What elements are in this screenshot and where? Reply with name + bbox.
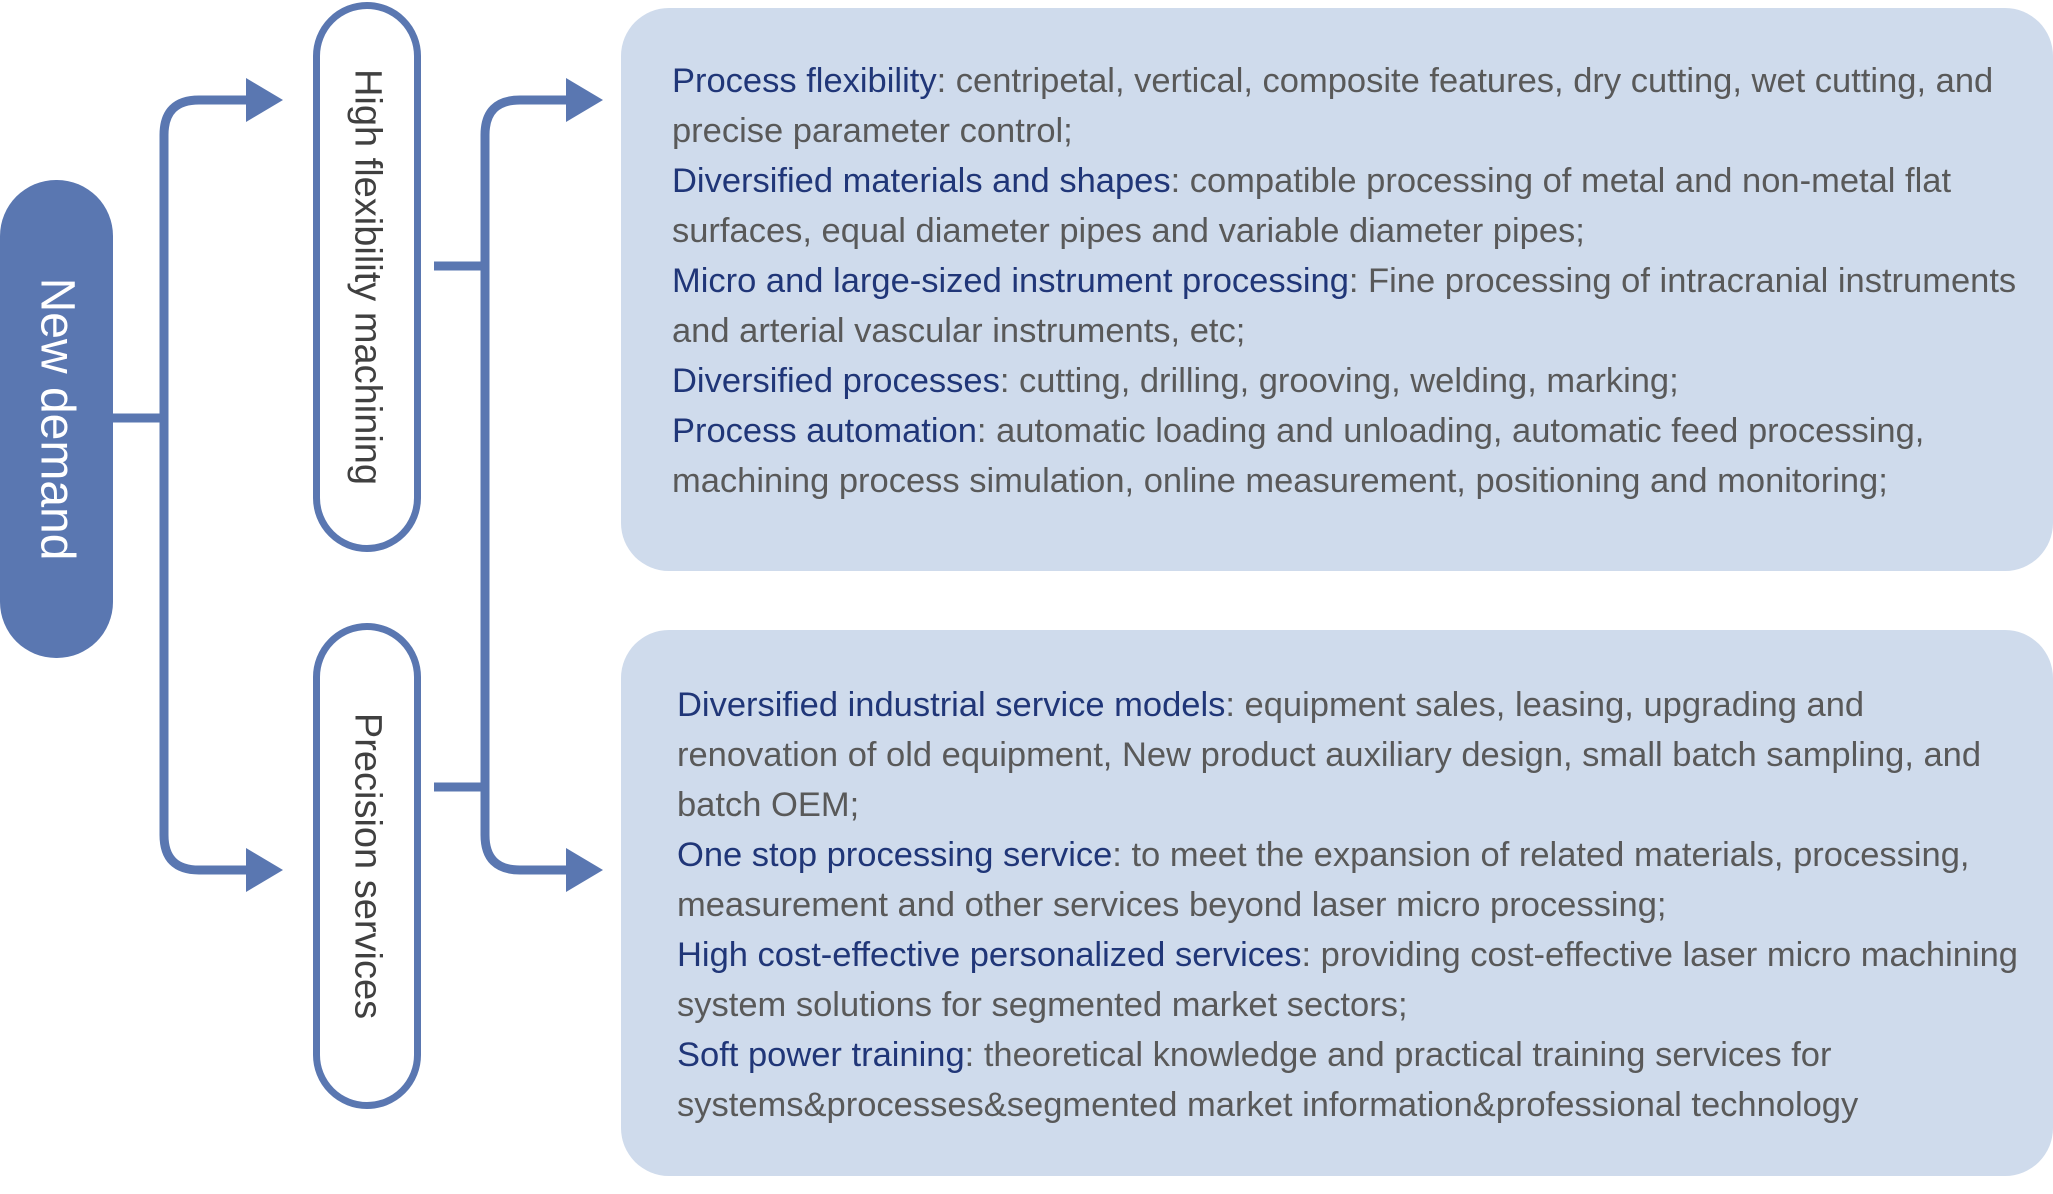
item-term: Diversified industrial service models xyxy=(677,686,1226,724)
left-bracket-line xyxy=(159,95,250,875)
detail-item: Diversified processes: cutting, drilling… xyxy=(672,356,2033,406)
detail-item: Diversified materials and shapes: compat… xyxy=(672,156,2033,256)
detail-item: Diversified industrial service models: e… xyxy=(677,680,2033,830)
item-text: : Fine processing of intracranial instru… xyxy=(672,262,2017,350)
item-term: High cost-effective personalized service… xyxy=(677,936,1302,974)
detail-item: One stop processing service: to meet the… xyxy=(677,830,2033,930)
detail-item: Process flexibility: centripetal, vertic… xyxy=(672,56,2033,156)
item-term: Micro and large-sized instrument process… xyxy=(672,262,1349,300)
item-text: : theoretical knowledge and practical tr… xyxy=(677,1036,1859,1124)
detail-item: Soft power training: theoretical knowled… xyxy=(677,1030,2033,1130)
item-text: : centripetal, vertical, composite featu… xyxy=(672,62,1994,150)
item-text: : equipment sales, leasing, upgrading an… xyxy=(677,686,1982,824)
item-text: : to meet the expansion of related mater… xyxy=(677,836,1970,924)
arrowhead-to-prec xyxy=(246,848,283,892)
arrowhead-to-flex xyxy=(246,78,283,122)
item-term: Diversified materials and shapes xyxy=(672,162,1171,200)
services-details-panel: Diversified industrial service models: e… xyxy=(621,630,2053,1176)
item-term: Diversified processes xyxy=(672,362,1000,400)
item-term: Soft power training xyxy=(677,1036,965,1074)
flexibility-details-panel: Process flexibility: centripetal, vertic… xyxy=(621,8,2053,571)
item-text: : providing cost-effective laser micro m… xyxy=(677,936,2018,1024)
item-text: : cutting, drilling, grooving, welding, … xyxy=(999,362,1679,400)
right-bracket-line xyxy=(480,95,570,875)
arrowhead-to-bottom-panel xyxy=(566,848,603,892)
detail-item: Process automation: automatic loading an… xyxy=(672,406,2033,506)
precision-services-label: Precision services xyxy=(346,712,389,1020)
arrowhead-to-top-panel xyxy=(566,78,603,122)
item-text: : compatible processing of metal and non… xyxy=(672,162,1952,250)
new-demand-node: New demand xyxy=(0,180,113,658)
item-term: Process automation xyxy=(672,412,977,450)
precision-services-node: Precision services xyxy=(313,623,421,1109)
high-flexibility-node: High flexibility machining xyxy=(313,2,421,552)
new-demand-label: New demand xyxy=(30,277,83,561)
item-term: Process flexibility xyxy=(672,62,937,100)
item-term: One stop processing service xyxy=(677,836,1113,874)
detail-item: Micro and large-sized instrument process… xyxy=(672,256,2033,356)
item-text: : automatic loading and unloading, autom… xyxy=(672,412,1925,500)
detail-item: High cost-effective personalized service… xyxy=(677,930,2033,1030)
high-flexibility-label: High flexibility machining xyxy=(346,68,389,486)
